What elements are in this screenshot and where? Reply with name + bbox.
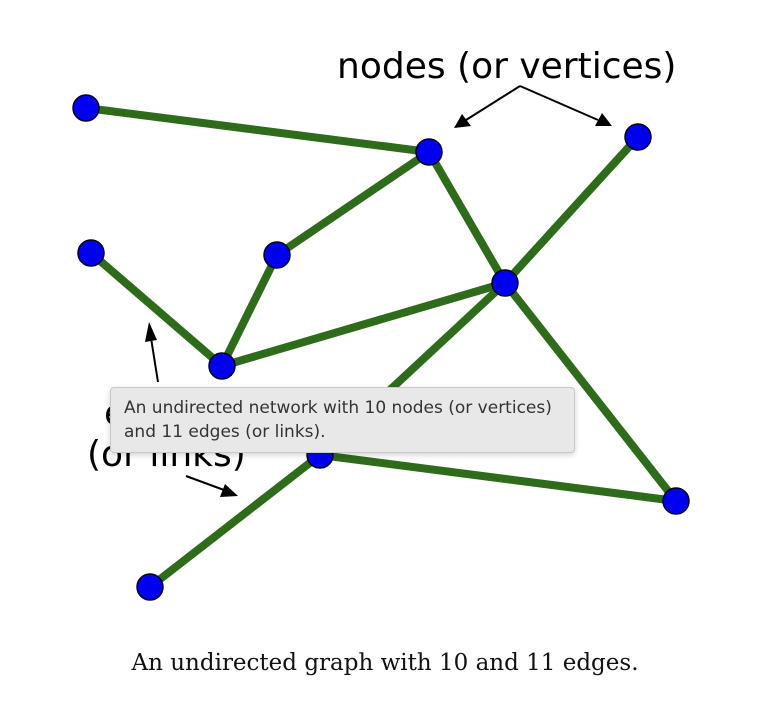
node <box>624 123 652 151</box>
node <box>208 352 236 380</box>
arrow-head <box>454 114 471 128</box>
network-diagram: nodes (or vertices) edges (or links) <box>72 46 690 601</box>
edge <box>425 148 509 287</box>
arrow-line <box>150 337 159 383</box>
nodes-group <box>72 94 690 601</box>
edge <box>273 148 433 259</box>
node <box>662 487 690 515</box>
edges-pointer-arrows <box>145 322 238 497</box>
figure-caption: An undirected graph with 10 and 11 edges… <box>131 650 639 676</box>
edge <box>82 104 433 156</box>
edge <box>146 451 324 591</box>
edge <box>218 251 281 370</box>
arrow-line <box>519 85 599 121</box>
edge <box>501 279 680 505</box>
edge <box>87 249 226 370</box>
node <box>415 138 443 166</box>
node <box>77 239 105 267</box>
edge <box>316 451 680 505</box>
image-alt-tooltip: An undirected network with 10 nodes (or … <box>110 387 575 453</box>
arrow-head <box>595 113 612 126</box>
edge <box>501 133 642 287</box>
node <box>491 269 519 297</box>
arrow-line <box>185 475 225 491</box>
node <box>263 241 291 269</box>
nodes-pointer-arrows <box>454 85 612 128</box>
arrow-head <box>220 484 238 497</box>
nodes-label: nodes (or vertices) <box>337 46 676 87</box>
arrow-head <box>145 322 157 342</box>
node <box>72 94 100 122</box>
edge <box>218 279 509 370</box>
node <box>136 573 164 601</box>
edges-group <box>82 104 680 591</box>
arrow-line <box>465 85 521 121</box>
